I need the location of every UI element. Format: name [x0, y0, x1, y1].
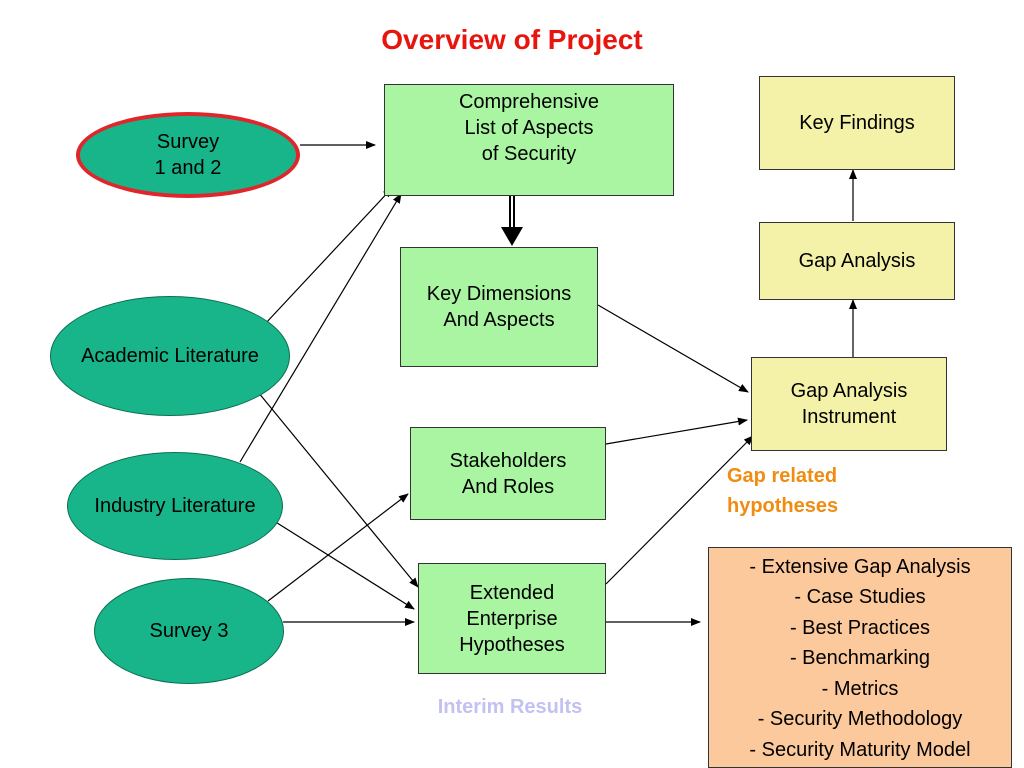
- survey-1-2-oval: [76, 112, 300, 198]
- arrow-survey3-to-stakeholders: [267, 493, 409, 602]
- arrow-stakeholders-to-instrument: [605, 417, 748, 445]
- page-title: Overview of Project: [381, 24, 643, 55]
- extended-enterprise-label: Extended Enterprise Hypotheses: [459, 581, 565, 656]
- outcome-item: - Benchmarking: [789, 647, 931, 670]
- arrow-industry-to-extended: [273, 520, 415, 610]
- interim-results-label: Interim Results: [437, 696, 583, 718]
- survey-1-2-label: Survey 1 and 2: [154, 131, 222, 179]
- arrow-academic-to-comprehensive: [264, 187, 393, 325]
- industry-literature-label: Industry Literature: [94, 495, 256, 517]
- gap-analysis-box: [759, 222, 955, 300]
- gap-analysis-instrument-label: Gap Analysis Instrument: [790, 380, 908, 428]
- key-findings-box: [759, 76, 955, 170]
- academic-literature-oval: [50, 296, 290, 416]
- key-dimensions-box: [400, 247, 598, 367]
- outcome-item: - Extensive Gap Analysis: [749, 555, 971, 578]
- outcome-item: - Metrics: [821, 677, 899, 700]
- gap-analysis-label: Gap Analysis: [798, 250, 916, 272]
- survey-3-label: Survey 3: [149, 620, 229, 642]
- arrow-extended-to-instrument: [605, 435, 754, 585]
- industry-literature-oval: [67, 452, 283, 560]
- outcome-item: - Case Studies: [794, 586, 926, 609]
- gap-related-hypotheses-label: Gap related hypotheses: [727, 465, 839, 517]
- comprehensive-list-box: [384, 84, 674, 196]
- arrow-keydimensions-to-instrument: [597, 304, 749, 393]
- outcome-item: - Security Maturity Model: [749, 738, 971, 761]
- extended-enterprise-box: [418, 563, 606, 674]
- thick-arrow-comprehensive-to-keydimensions: [501, 196, 523, 246]
- survey-3-oval: [94, 578, 284, 684]
- arrow-academic-to-extended: [257, 391, 419, 588]
- outcomes-box: [708, 547, 1012, 768]
- arrow-industry-to-comprehensive: [239, 193, 402, 463]
- stakeholders-box: [410, 427, 606, 520]
- outcomes-list: - Extensive Gap Analysis - Case Studies …: [710, 549, 1010, 768]
- academic-literature-label: Academic Literature: [81, 345, 259, 367]
- key-dimensions-label: Key Dimensions And Aspects: [426, 283, 572, 331]
- outcome-item: - Security Methodology: [757, 708, 963, 731]
- outcome-item: - Best Practices: [789, 616, 931, 639]
- gap-analysis-instrument-box: [751, 357, 947, 451]
- comprehensive-list-label: Comprehensive List of Aspects of Securit…: [458, 91, 600, 165]
- key-findings-label: Key Findings: [799, 112, 915, 134]
- stakeholders-label: Stakeholders And Roles: [449, 449, 567, 498]
